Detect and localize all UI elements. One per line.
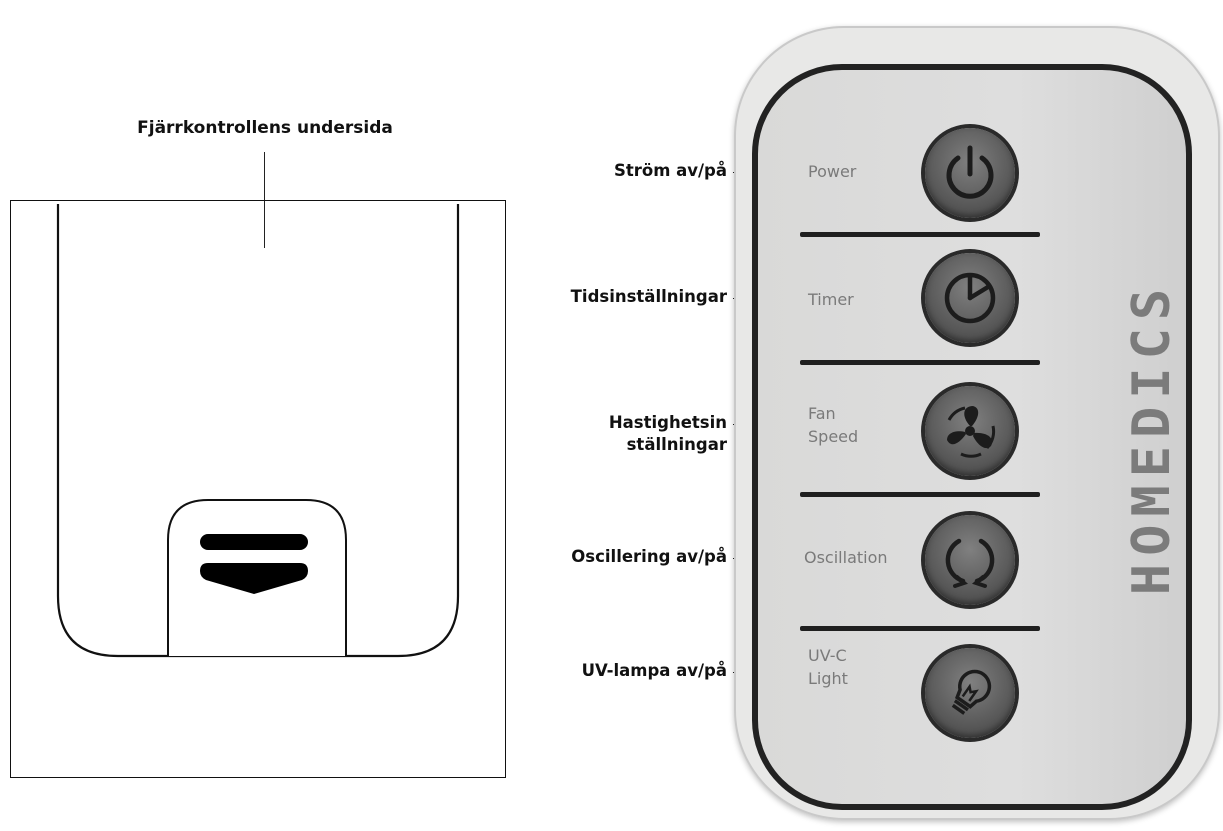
callout-uv: UV-lampa av/på [581, 661, 727, 680]
fan-speed-label-line1: Fan [808, 404, 836, 423]
oscillation-label: Oscillation [804, 548, 888, 567]
cover-grip-bar [200, 534, 308, 550]
callout-fan-speed-line2: ställningar [626, 435, 727, 454]
underside-frame [10, 200, 506, 778]
timer-label: Timer [808, 290, 854, 309]
uv-light-label-line2: Light [808, 669, 848, 688]
callout-power: Ström av/på [613, 161, 727, 180]
slide-arrow-icon [200, 563, 308, 594]
fan-speed-label: Fan Speed [808, 402, 858, 448]
timer-icon [944, 272, 996, 324]
power-icon [946, 145, 994, 199]
callout-fan-speed-line1: Hastighetsin [608, 413, 727, 432]
fan-speed-button[interactable] [925, 386, 1015, 476]
callout-fan-speed: Hastighetsin ställningar [609, 412, 727, 456]
underside-title: Fjärrkontrollens undersida [137, 118, 393, 138]
separator [800, 626, 1040, 631]
separator [800, 232, 1040, 237]
timer-button[interactable] [925, 253, 1015, 343]
battery-cover[interactable] [0, 0, 530, 831]
oscillation-button[interactable] [925, 515, 1015, 605]
power-button[interactable] [925, 128, 1015, 218]
lightbulb-icon [951, 669, 992, 715]
callout-oscillation: Oscillering av/på [571, 547, 727, 566]
uv-light-button[interactable] [925, 648, 1015, 738]
fan-speed-label-line2: Speed [808, 427, 859, 446]
separator [800, 360, 1040, 365]
oscillation-icon [945, 538, 995, 588]
homedics-logo: HOMEDICS [1122, 280, 1182, 596]
uv-light-label: UV-C Light [808, 644, 848, 690]
separator [800, 492, 1040, 497]
callout-timer: Tidsinställningar [570, 287, 727, 306]
fan-icon [947, 406, 996, 458]
power-label: Power [808, 162, 857, 181]
uv-light-label-line1: UV-C [808, 646, 847, 665]
